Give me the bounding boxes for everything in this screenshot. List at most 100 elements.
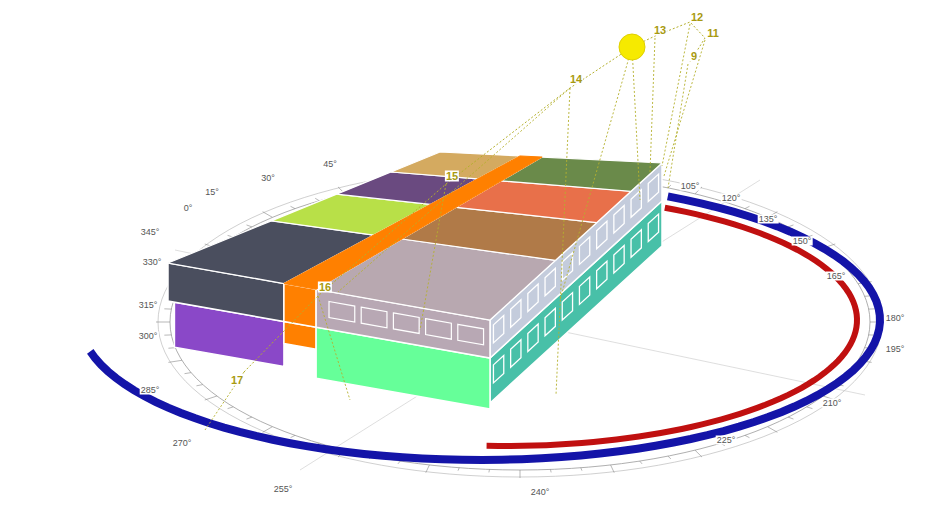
compass-tick xyxy=(788,417,793,419)
compass-tick xyxy=(168,360,182,362)
compass-tick xyxy=(164,334,171,335)
sun-ray xyxy=(318,296,350,400)
window xyxy=(458,324,484,345)
window xyxy=(329,302,355,323)
compass-tick xyxy=(745,435,749,437)
compass-tick xyxy=(315,198,319,200)
compass-tick xyxy=(520,470,521,478)
sun-ray xyxy=(556,88,570,395)
compass-tick xyxy=(205,396,217,400)
window xyxy=(648,214,658,241)
degree-label: 345° xyxy=(140,228,161,237)
compass-tick xyxy=(458,468,459,471)
compass-tick xyxy=(156,322,170,323)
front-wall-upper xyxy=(284,284,316,328)
window xyxy=(562,293,572,320)
sun-path xyxy=(244,22,705,372)
compass-tick xyxy=(263,427,273,433)
sun-ray xyxy=(668,64,688,188)
window xyxy=(614,246,624,273)
hour-label: 13 xyxy=(653,25,667,36)
winter-arc xyxy=(90,196,880,460)
compass-tick xyxy=(247,417,252,419)
window xyxy=(579,277,589,304)
window xyxy=(614,206,624,233)
degree-label: 195° xyxy=(885,345,906,354)
sun-ray xyxy=(205,372,244,430)
compass-tick xyxy=(185,373,192,374)
compass-tick xyxy=(196,385,202,386)
sun-ray xyxy=(662,24,690,166)
window xyxy=(528,284,538,311)
sun-ray xyxy=(664,40,705,176)
window xyxy=(545,268,555,295)
compass-tick xyxy=(788,225,793,227)
degree-label: 165° xyxy=(826,272,847,281)
degree-label: 300° xyxy=(138,332,159,341)
degree-label: 240° xyxy=(530,488,551,497)
degree-label: 135° xyxy=(758,215,779,224)
compass-tick xyxy=(488,469,490,472)
hour-label: 16 xyxy=(318,282,332,293)
sun-ray xyxy=(420,184,446,330)
hour-label: 14 xyxy=(569,74,583,85)
degree-label: 45° xyxy=(322,160,338,169)
window xyxy=(393,313,419,334)
roof-band xyxy=(284,156,542,289)
degree-label: 120° xyxy=(721,194,742,203)
compass-tick xyxy=(581,468,582,471)
compass-tick xyxy=(767,427,777,433)
compass-tick xyxy=(550,469,552,472)
hour-label: 12 xyxy=(690,12,704,23)
window xyxy=(597,221,607,248)
window xyxy=(493,315,503,342)
compass-tick xyxy=(247,225,252,227)
degree-label: 285° xyxy=(140,386,161,395)
sun-ray xyxy=(650,38,655,172)
degree-label: 0° xyxy=(183,204,194,213)
sun xyxy=(619,34,645,60)
degree-label: 105° xyxy=(680,182,701,191)
compass-tick xyxy=(611,465,615,473)
degree-label: 15° xyxy=(204,188,220,197)
window xyxy=(579,237,589,264)
hour-label: 9 xyxy=(690,51,698,62)
window xyxy=(493,355,503,382)
window xyxy=(631,230,641,257)
window xyxy=(631,190,641,217)
hour-label: 17 xyxy=(230,375,244,386)
window xyxy=(361,307,387,328)
compass-tick xyxy=(695,450,702,457)
degree-label: 270° xyxy=(172,439,193,448)
degree-label: 30° xyxy=(260,174,276,183)
window xyxy=(426,319,452,340)
degree-label: 315° xyxy=(138,301,159,310)
compass-tick xyxy=(745,206,749,208)
degree-label: 225° xyxy=(716,436,737,445)
window xyxy=(562,253,572,280)
compass-tick xyxy=(291,435,295,437)
sun-ray xyxy=(560,47,632,300)
compass-tick xyxy=(164,308,171,309)
degree-label: 210° xyxy=(822,399,843,408)
compass-tick xyxy=(640,461,642,464)
sun-ray xyxy=(632,47,640,200)
degree-label: 150° xyxy=(792,237,813,246)
sun-ray xyxy=(338,88,570,292)
degree-label: 255° xyxy=(273,485,294,494)
hour-label: 11 xyxy=(706,28,720,39)
hour-label: 15 xyxy=(445,171,459,182)
compass-tick xyxy=(291,206,295,208)
compass-tick xyxy=(807,407,813,409)
compass-tick xyxy=(668,456,671,459)
window xyxy=(528,324,538,351)
degree-label: 180° xyxy=(885,314,906,323)
window xyxy=(511,340,521,367)
compass-tick xyxy=(263,212,273,218)
window xyxy=(597,261,607,288)
window xyxy=(545,308,555,335)
window xyxy=(511,300,521,327)
building xyxy=(168,152,662,409)
